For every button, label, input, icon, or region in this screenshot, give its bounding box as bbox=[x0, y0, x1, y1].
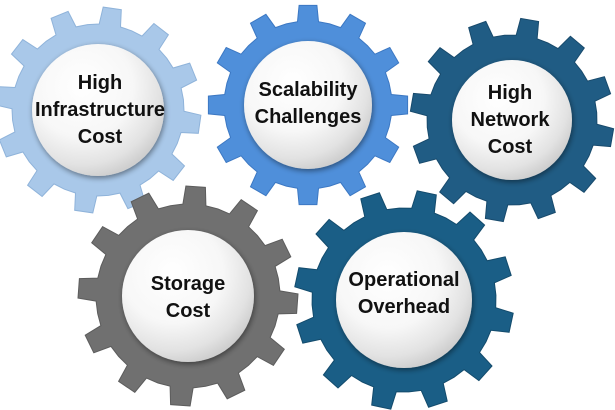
gear-hub bbox=[244, 41, 372, 169]
gear-operational-overhead bbox=[294, 190, 514, 410]
gear-hub bbox=[336, 232, 472, 368]
gear-high-network-cost bbox=[409, 17, 615, 223]
gear-hub bbox=[32, 44, 164, 176]
gear-scalability-challenges bbox=[207, 4, 409, 206]
gear-high-infrastructure-cost bbox=[0, 6, 202, 214]
gear-hub bbox=[122, 230, 254, 362]
gear-hub bbox=[452, 60, 572, 180]
gear-storage-cost bbox=[77, 185, 299, 407]
